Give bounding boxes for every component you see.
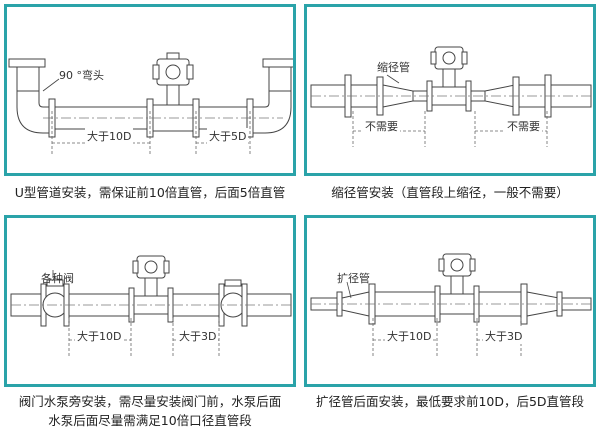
caption-valve-pump: 阀门水泵旁安装，需尽量安装阀门前，水泵后面 水泵后面尽量需满足10倍口径直管段 [0, 392, 300, 430]
expander-drawing [310, 253, 592, 358]
diagram-panel-valve-pump: 各种阀 大于10D 大于3D [4, 215, 296, 387]
elbow-label: 90 °弯头 [59, 69, 104, 82]
caption-line: 水泵后面尽量需满足10倍口径直管段 [48, 413, 252, 428]
caption-line: 阀门水泵旁安装，需尽量安装阀门前，水泵后面 [18, 394, 282, 409]
downstream-distance-label: 大于3D [483, 328, 525, 344]
downstream-requirement-label: 不需要 [505, 118, 542, 134]
caption-line: 缩径管安装（直管段上缩径，一般不需要） [331, 185, 569, 200]
upstream-distance-label: 大于10D [85, 128, 134, 144]
expander-label: 扩径管 [337, 272, 370, 285]
downstream-distance-label: 大于3D [177, 328, 219, 344]
caption-line: U型管道安装，需保证前10倍直管，后面5倍直管 [14, 185, 286, 200]
reducer-drawing [310, 46, 592, 147]
downstream-distance-label: 大于5D [207, 128, 249, 144]
caption-u-pipe: U型管道安装，需保证前10倍直管，后面5倍直管 [0, 183, 300, 202]
caption-expander: 扩径管后面安装，最低要求前10D，后5D直管段 [300, 392, 600, 411]
u-pipe-drawing [8, 52, 293, 155]
valve-pump-drawing [10, 255, 292, 358]
diagram-panel-u-pipe: 90 °弯头 大于10D 大于5D [4, 4, 296, 176]
caption-line: 扩径管后面安装，最低要求前10D，后5D直管段 [315, 394, 585, 409]
diagram-panel-expander: 扩径管 大于10D 大于3D [304, 215, 596, 387]
upstream-requirement-label: 不需要 [363, 118, 400, 134]
reducer-label: 缩径管 [377, 61, 410, 74]
diagram-panel-reducer: 缩径管 不需要 不需要 [304, 4, 596, 176]
upstream-distance-label: 大于10D [75, 328, 124, 344]
caption-reducer: 缩径管安装（直管段上缩径，一般不需要） [300, 183, 600, 202]
upstream-distance-label: 大于10D [385, 328, 434, 344]
valve-label: 各种阀 [41, 272, 74, 285]
